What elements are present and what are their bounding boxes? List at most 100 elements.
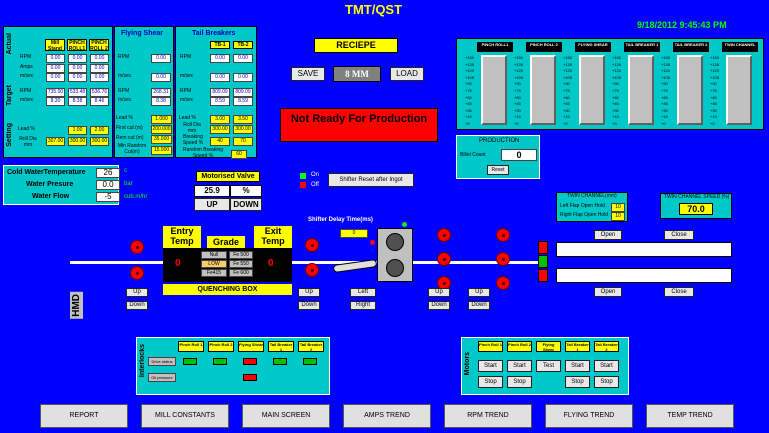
tb-breaking-0[interactable]: 40 <box>210 137 230 146</box>
stop-button[interactable]: Stop <box>507 376 532 388</box>
motorised-valve-unit: % <box>230 185 262 197</box>
fs-firstcut[interactable]: 200.000 <box>151 125 172 134</box>
nav-flying-trend-button[interactable]: FLYING TREND <box>545 404 633 428</box>
drive-status-indicator <box>243 358 257 365</box>
tb-target-rpm-label: RPM <box>180 88 192 94</box>
hmd-up-button[interactable]: Up <box>126 288 148 297</box>
mill-line <box>70 261 538 264</box>
target-msec-0: 8.30 <box>46 97 65 106</box>
pinch-up-button[interactable]: Up <box>428 288 450 297</box>
save-button[interactable]: SAVE <box>291 67 325 81</box>
datetime: 9/18/2012 9:45:43 PM <box>637 20 727 30</box>
grade-fe500[interactable]: Fe 500 <box>229 251 253 259</box>
quenching-box-label: QUENCHING BOX <box>163 284 292 295</box>
lower-open-button[interactable]: Open <box>594 287 622 297</box>
lower-close-button[interactable]: Close <box>664 287 694 297</box>
stop-button[interactable]: Stop <box>478 376 503 388</box>
exit-temp-value: 0 <box>268 258 274 269</box>
fs-lead[interactable]: 1.000 <box>151 115 172 124</box>
setting-lead-1[interactable]: 2.00 <box>90 126 109 135</box>
tb-lead-label: Lead % <box>179 115 196 121</box>
tb-random[interactable]: 60 <box>231 150 247 159</box>
nav-main-screen-button[interactable]: MAIN SCREEN <box>242 404 330 428</box>
tb-actual-rpm-1: 0.00 <box>233 54 253 63</box>
row-msec: m/sec <box>20 73 34 79</box>
right-flap-label: Right Flap Open Hold <box>560 212 609 218</box>
start-button[interactable]: Start <box>507 360 532 372</box>
roll-icon <box>496 276 510 290</box>
start-button[interactable]: Start <box>565 360 590 372</box>
legend-on: On <box>311 172 320 178</box>
grade-fe600[interactable]: Fe 600 <box>229 269 253 277</box>
actual-amps-0: 0.00 <box>46 64 65 73</box>
exit-up-button[interactable]: Up <box>298 288 320 297</box>
recipe-size[interactable]: 8 MM <box>333 66 381 82</box>
shifter-delay-label: Shifter Delay Time(ms) <box>308 217 373 223</box>
roll-icon <box>496 228 510 242</box>
tail-breakers-panel: Tail Breakers TB-1 TB-2 RPM m/sec 0.00 0… <box>175 26 257 159</box>
valve-down-button[interactable]: DOWN <box>230 198 262 211</box>
water-flow-label: Water Flow <box>32 193 70 200</box>
bargraph-scale: +150 +135 +120 +105 +90 +75 +60 +45 +30 … <box>514 55 524 126</box>
stop-button[interactable]: Stop <box>594 376 619 388</box>
grade-null[interactable]: Null <box>201 251 227 259</box>
nav-report-button[interactable]: REPORT <box>40 404 128 428</box>
entry-temp-value: 0 <box>175 258 181 269</box>
bargraph-bar <box>579 55 605 125</box>
fs-remcut[interactable]: 35.000 <box>151 135 172 144</box>
shifter-reset-button[interactable]: Shifter Reset after Ingot <box>328 173 414 187</box>
twin-speed-value[interactable]: 70.0 <box>679 203 713 215</box>
tb-lead-0[interactable]: 3.00 <box>210 115 230 124</box>
pinch-down-button[interactable]: Down <box>428 301 450 310</box>
nav-amps-trend-button[interactable]: AMPS TREND <box>343 404 431 428</box>
upper-open-button[interactable]: Open <box>594 230 622 240</box>
tb-target-msec-1: 8.59 <box>233 97 253 106</box>
drive-status-indicator <box>183 358 197 365</box>
fs-mincut[interactable]: 15.000 <box>151 146 172 155</box>
bargraph-bar <box>726 55 752 125</box>
tb-rolldia-1[interactable]: 300.00 <box>233 125 253 134</box>
grade-low[interactable]: LOW <box>201 260 227 268</box>
setting-lead-0[interactable]: 1.00 <box>68 126 87 135</box>
left-flap-value[interactable]: 10 <box>611 203 625 212</box>
grade-fe415[interactable]: Fe415 <box>201 269 227 277</box>
shifter-right-button[interactable]: Right <box>350 301 376 310</box>
right-flap-value[interactable]: 10 <box>611 212 625 221</box>
hmd-down-button[interactable]: Down <box>126 301 148 310</box>
grade-fe550[interactable]: Fe 550 <box>229 260 253 268</box>
valve-up-button[interactable]: UP <box>194 198 230 211</box>
nav-temp-trend-button[interactable]: TEMP TREND <box>646 404 734 428</box>
tb-rolldia-0[interactable]: 300.00 <box>210 125 230 134</box>
twin-indicator-red-bottom <box>538 269 548 282</box>
tb-lead-1[interactable]: 3.50 <box>233 115 253 124</box>
nav-rpm-trend-button[interactable]: RPM TREND <box>444 404 532 428</box>
shifter-left-button[interactable]: Left <box>350 288 376 297</box>
start-button[interactable]: Start <box>594 360 619 372</box>
bargraph-bar <box>628 55 654 125</box>
setting-rolldia-2[interactable]: 300.00 <box>90 137 109 146</box>
stop-button[interactable]: Stop <box>565 376 590 388</box>
tb-actual-rpm-0: 0.00 <box>210 54 230 63</box>
setting-rolldia-1[interactable]: 300.00 <box>68 137 87 146</box>
reset-button[interactable]: Reset <box>487 165 509 175</box>
interlock-head: Tail Breaker 2 <box>298 341 324 352</box>
tb-breaking-1[interactable]: 70 <box>233 137 253 146</box>
test-button[interactable]: Test <box>536 360 561 372</box>
fs-msec-label: m/sec <box>118 73 132 79</box>
tb-up-button[interactable]: Up <box>468 288 490 297</box>
load-button[interactable]: LOAD <box>390 67 424 81</box>
left-flap-label: Left Flap Open Hold <box>560 203 605 209</box>
bargraph-scale: +150 +135 +120 +105 +90 +75 +60 +45 +30 … <box>612 55 622 126</box>
actual-msec-2: 0.00 <box>90 73 109 82</box>
upper-close-button[interactable]: Close <box>664 230 694 240</box>
bargraph-scale: +150 +135 +120 +105 +90 +75 +60 +45 +30 … <box>465 55 475 126</box>
drive-label: Drive status <box>148 357 176 366</box>
shifter-delay-value[interactable]: 0 <box>340 229 368 238</box>
start-button[interactable]: Start <box>478 360 503 372</box>
exit-down-button[interactable]: Down <box>298 301 320 310</box>
tb-down-button[interactable]: Down <box>468 301 490 310</box>
tb-actual-msec-1: 0.00 <box>233 73 253 82</box>
twin-channel-title: TWIN CHANNEL(mm) <box>567 193 617 199</box>
setting-rolldia-0[interactable]: 307.00 <box>46 137 65 146</box>
nav-mill-constants-button[interactable]: MILL CONSTANTS <box>141 404 229 428</box>
